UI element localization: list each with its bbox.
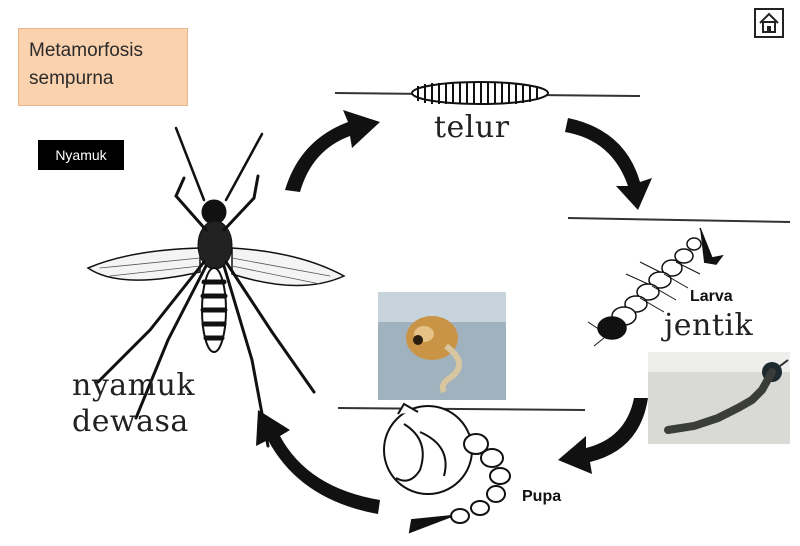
arrow-larva-to-pupa xyxy=(558,398,648,474)
home-icon xyxy=(759,12,779,33)
water-line-larva xyxy=(567,217,791,223)
arrow-egg-to-larva xyxy=(565,118,652,210)
larva-illustration xyxy=(587,227,724,347)
water-line-pupa xyxy=(337,407,586,411)
label-larva: Larva xyxy=(690,288,733,305)
pupa-photo xyxy=(378,292,506,400)
cycle-arrows xyxy=(256,110,652,514)
pupa-illustration xyxy=(383,402,511,534)
adult-mosquito-illustration xyxy=(86,126,346,448)
label-dewasa: dewasa xyxy=(72,404,189,439)
larva-photo xyxy=(648,352,790,444)
home-button[interactable] xyxy=(754,8,784,38)
egg-raft-illustration xyxy=(411,81,549,105)
nyamuk-tag: Nyamuk xyxy=(38,140,124,170)
title-box: Metamorfosis sempurna xyxy=(18,28,188,106)
label-nyamuk: nyamuk xyxy=(72,368,196,403)
label-telur: telur xyxy=(434,110,510,145)
label-pupa: Pupa xyxy=(522,488,562,505)
arrow-adult-to-egg xyxy=(285,110,380,192)
diagram-title: Metamorfosis sempurna xyxy=(29,40,144,89)
arrow-pupa-to-adult xyxy=(256,410,380,514)
label-jentik: jentik xyxy=(664,308,754,343)
